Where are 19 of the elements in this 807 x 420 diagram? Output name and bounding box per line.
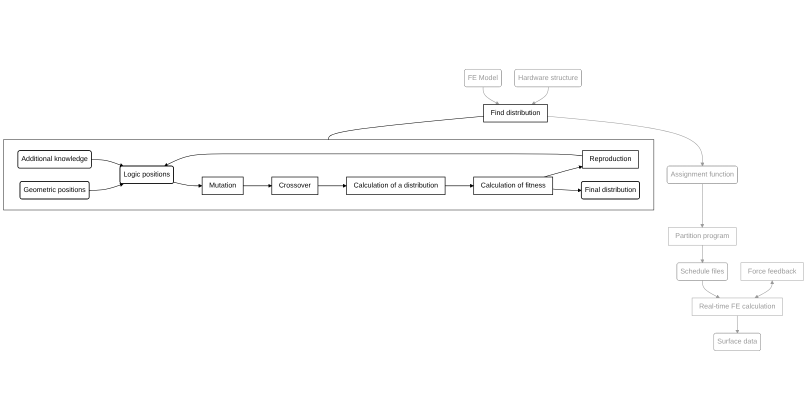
arrow bbox=[735, 315, 740, 334]
arrow bbox=[754, 280, 774, 298]
connector bbox=[328, 116, 484, 140]
arrow bbox=[89, 183, 124, 191]
arrow bbox=[444, 184, 474, 188]
arrow bbox=[482, 86, 500, 105]
cluster bbox=[3, 139, 654, 210]
arrow bbox=[552, 188, 582, 192]
arrow bbox=[547, 116, 704, 166]
arrow bbox=[702, 280, 720, 298]
arrow bbox=[164, 154, 583, 166]
arrow bbox=[242, 184, 272, 188]
arrow bbox=[544, 165, 583, 178]
arrow bbox=[532, 86, 549, 105]
arrow bbox=[173, 182, 202, 188]
arrow bbox=[700, 184, 704, 228]
arrow bbox=[318, 184, 347, 188]
arrow bbox=[91, 159, 124, 167]
arrow bbox=[700, 244, 704, 264]
